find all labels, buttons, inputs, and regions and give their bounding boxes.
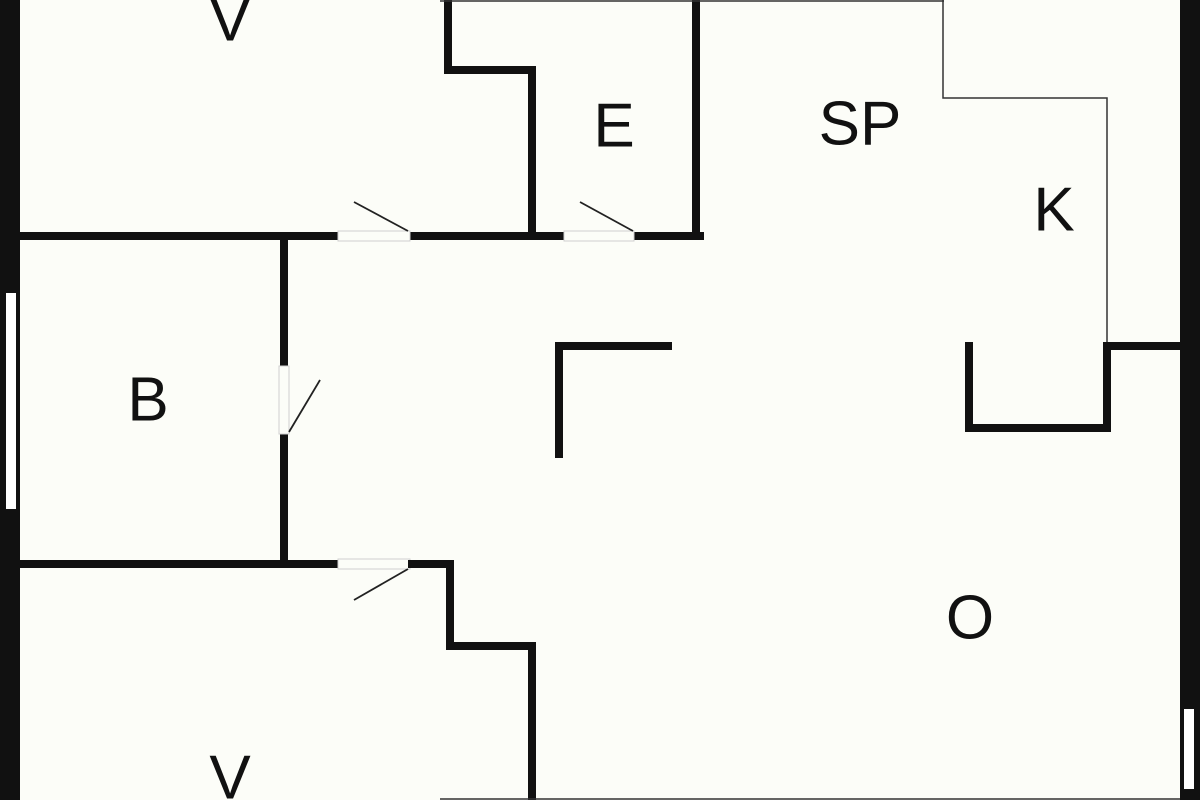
room-label-bedroom-top: V [209, 0, 251, 54]
door-gap-storage [563, 230, 635, 242]
kitchen-counter-outline [942, 0, 1108, 342]
room-label-o: O [946, 583, 994, 652]
door-swing-bottom-bedroom [353, 568, 409, 601]
door-gap-top-bedroom [337, 230, 411, 242]
door-gap-bottom-bedroom [337, 558, 411, 570]
room-label-bedroom-bottom: V [209, 743, 251, 800]
wall-kitchen-lower [965, 342, 1184, 432]
door-swing-storage [579, 201, 634, 232]
door-swing-top-bedroom [353, 201, 409, 232]
window-left [4, 291, 18, 511]
room-label-k: K [1033, 175, 1074, 244]
room-label-e: E [593, 91, 634, 160]
window-right [1182, 707, 1196, 791]
wall-central-l [555, 342, 672, 458]
wall-top-bedroom-step [444, 0, 536, 240]
wall-bottom-bedroom-step [408, 560, 536, 800]
door-swing-bath [288, 379, 321, 433]
door-gap-bath [278, 365, 290, 435]
room-label-sp: SP [819, 89, 902, 158]
room-label-b: B [127, 365, 168, 434]
outer-wall-right [1180, 0, 1200, 800]
